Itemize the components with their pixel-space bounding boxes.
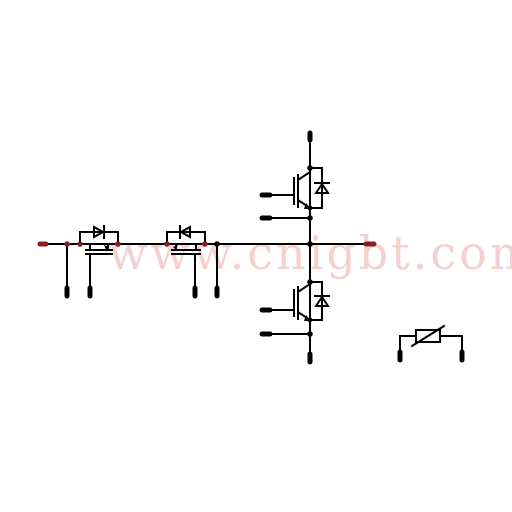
rectifier-igbt-1 — [66, 225, 119, 291]
diode-icon — [314, 295, 330, 307]
ntc-thermistor — [399, 324, 463, 353]
half-bridge-upper-igbt — [265, 167, 330, 219]
rectifier-igbt-2 — [166, 225, 218, 291]
diode-icon — [178, 225, 191, 239]
diode-icon — [93, 225, 106, 239]
half-bridge-lower-igbt — [265, 281, 330, 335]
diode-icon — [314, 182, 330, 194]
